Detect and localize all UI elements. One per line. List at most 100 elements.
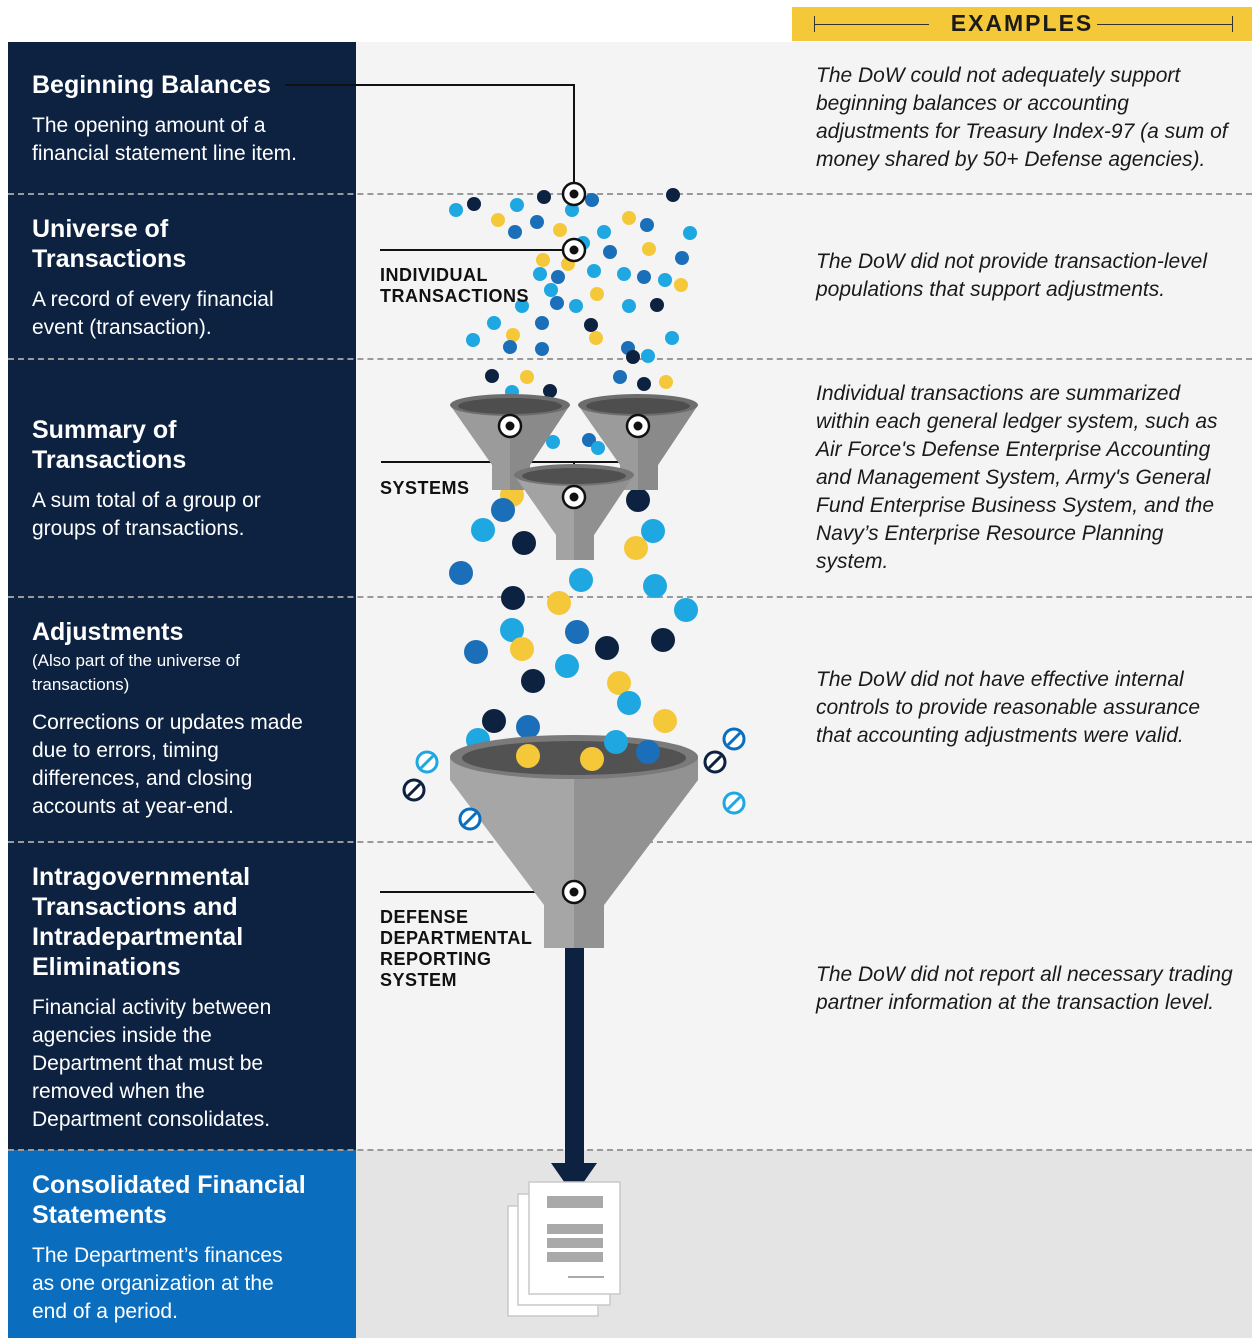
example-adjustments: The DoW did not have effective internal … [816,668,1201,747]
section-description: The opening amount of a financial statem… [32,114,297,165]
transaction-dot [653,709,677,733]
system-funnel-right [578,394,698,490]
transaction-dot [449,561,473,585]
transaction-dot [659,375,673,389]
transaction-dot [544,283,558,297]
transaction-dot [642,242,656,256]
transaction-dot [637,377,651,391]
transaction-dot [604,730,628,754]
section-universe-of-transactions: Universe of Transactions A record of eve… [8,214,356,342]
example-universe-of-transactions: The DoW did not provide transaction-leve… [816,250,1208,301]
transaction-dot [536,253,550,267]
ddrs-label: DEFENSE DEPARTMENTAL REPORTING SYSTEM [380,907,532,990]
header-rule-left [814,24,929,25]
transaction-dot [641,349,655,363]
transaction-dot [449,203,463,217]
no-sign-icon [402,778,426,802]
transaction-dot [569,299,583,313]
transaction-dot [613,370,627,384]
system-right-marker [625,413,651,439]
transaction-dot [637,270,651,284]
system-left-marker [497,413,523,439]
examples-column [792,42,1252,1338]
transaction-dot [636,740,660,764]
section-title: Consolidated Financial Statements [32,1171,306,1229]
section-consolidated-statements: Consolidated Financial Statements The De… [8,1170,356,1326]
system-funnel-center [514,464,634,560]
section-description: A sum total of a group or groups of tran… [32,489,261,540]
transaction-dot [582,433,596,447]
no-sign-icon [703,750,727,774]
transaction-dot [547,591,571,615]
transaction-dot [591,441,605,455]
transaction-dots-front [516,730,660,771]
transaction-dot [665,331,679,345]
transaction-dot [487,316,501,330]
transaction-dot [464,640,488,664]
row-divider [8,193,1252,195]
transaction-dot [485,369,499,383]
examples-header: EXAMPLES [792,7,1252,41]
transaction-dot [482,709,506,733]
transaction-dot [491,498,515,522]
transaction-dot [658,273,672,287]
transaction-dot [516,715,540,739]
transaction-dot [595,636,619,660]
section-title: Universe of Transactions [32,215,187,273]
transaction-dot [584,318,598,332]
no-sign-icon [458,807,482,831]
transaction-dot [565,620,589,644]
transaction-dot [491,213,505,227]
section-title: Summary of Transactions [32,416,187,474]
transaction-dot [643,574,667,598]
flow-arrow [551,948,597,1196]
header-rule-right [1097,24,1232,25]
transaction-dot [674,598,698,622]
transaction-dot [550,296,564,310]
row-divider [8,1149,1252,1151]
transaction-dot [589,331,603,345]
section-description: The Department’s finances as one organiz… [32,1244,283,1323]
transaction-dot [546,435,560,449]
section-title: Adjustments [32,618,184,646]
transaction-dot [607,671,631,695]
section-subtitle: (Also part of the universe of transactio… [32,651,240,694]
individual-transactions-label: INDIVIDUAL TRANSACTIONS [380,265,529,306]
transaction-dot [510,198,524,212]
transaction-dot [471,518,495,542]
section-summary-of-transactions: Summary of Transactions A sum total of a… [8,415,356,543]
transaction-dot [624,536,648,560]
transaction-dot [587,264,601,278]
header-tick-right [1232,16,1233,32]
transaction-dot [535,342,549,356]
section-title: Intragovernmental Transactions and Intra… [32,863,251,981]
section-title: Beginning Balances [32,71,271,99]
systems-label: SYSTEMS [380,478,470,498]
no-sign-icon [722,727,746,751]
section-description: Financial activity between agencies insi… [32,996,272,1131]
transaction-dot [466,333,480,347]
no-sign-icon [415,750,439,774]
ddrs-funnel [450,735,698,948]
transaction-dot [516,744,540,768]
transaction-dot [537,190,551,204]
transaction-dot [569,568,593,592]
individual-transactions-marker [561,237,587,263]
transaction-dot [585,193,599,207]
transaction-dot [626,350,640,364]
transaction-dot [467,197,481,211]
transaction-dot [597,225,611,239]
transaction-dot [603,245,617,259]
section-intragovernmental: Intragovernmental Transactions and Intra… [8,862,356,1134]
examples-title: EXAMPLES [950,10,1094,36]
transaction-dot [521,669,545,693]
transaction-dot [553,223,567,237]
example-beginning-balances: The DoW could not adequately support beg… [816,64,1228,171]
transaction-dot [666,188,680,202]
transaction-dot [674,278,688,292]
financial-statement-documents [507,1181,621,1317]
transaction-dot [650,298,664,312]
transaction-dot [617,691,641,715]
example-intragovernmental: The DoW did not report all necessary tra… [816,963,1233,1014]
transaction-dot [622,211,636,225]
